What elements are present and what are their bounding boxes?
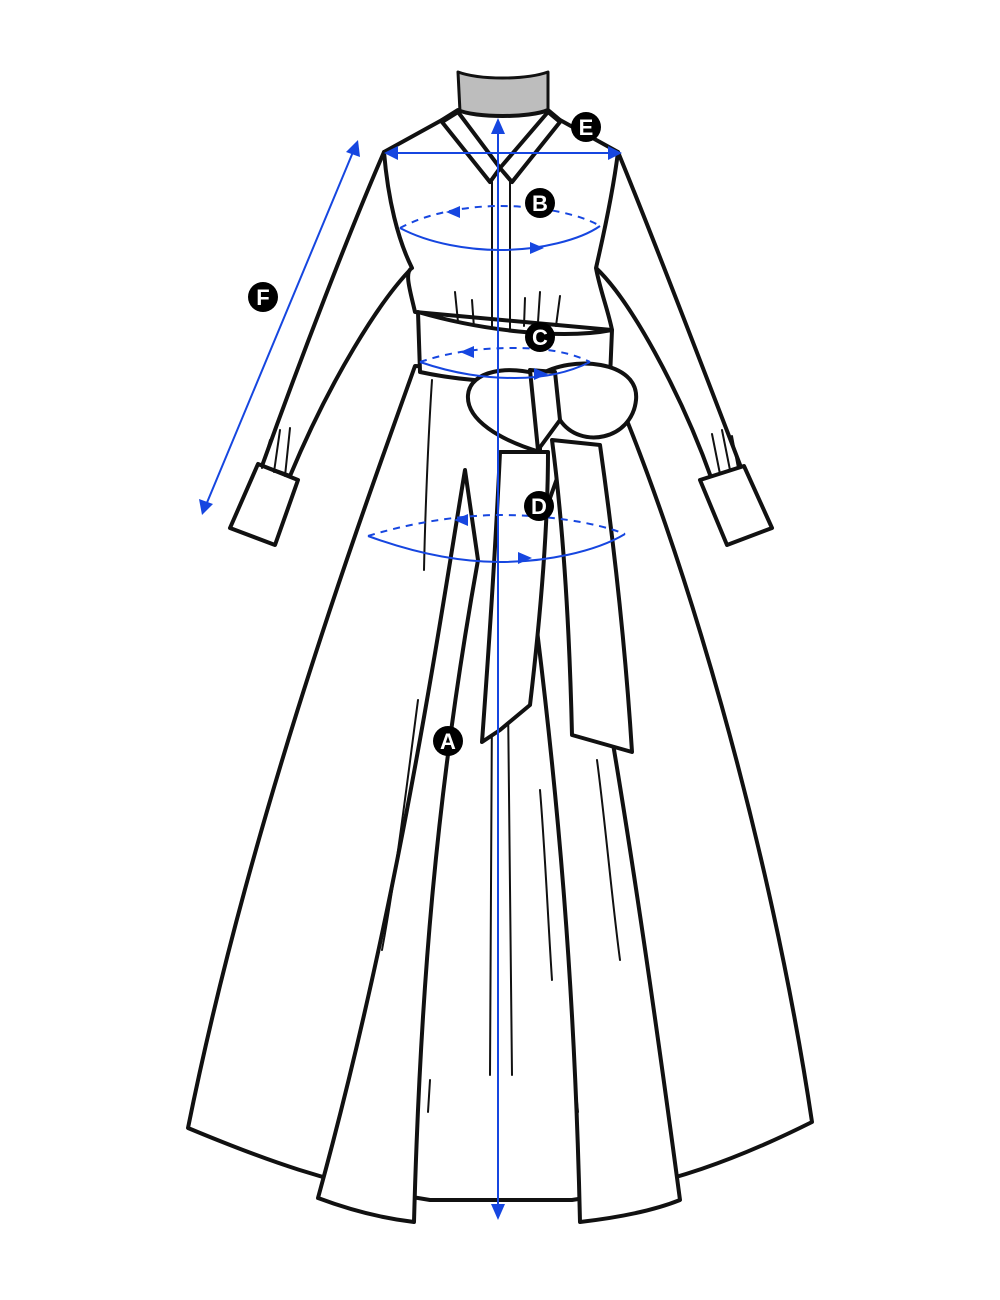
arrowhead-b-front [530,242,544,254]
left-sleeve-gathers [261,427,291,477]
sash-tail-right [550,438,634,754]
front-panel-left [316,468,480,1224]
bodice [382,118,620,332]
arrowhead-e-left [384,146,398,160]
label-e: E [579,115,594,140]
right-cuff [698,464,774,547]
badge-b: B [525,188,555,218]
arrowhead-a-bottom [491,1204,505,1220]
arrowhead-c-front [534,368,548,380]
right-sleeve-gathers [711,429,739,475]
arrowhead-a-top [491,118,505,134]
measure-a-length [491,118,505,1220]
arrowhead-b-back [446,206,460,218]
arrowhead-e-right [608,146,622,160]
bow-left-loop [465,368,542,454]
skirt-fold-lines [381,379,621,981]
label-a: A [440,729,456,754]
measure-d-hip [367,513,626,564]
label-c: C [532,325,548,350]
badge-f: F [248,282,278,312]
collar-right [498,110,562,184]
measure-e-shoulder [384,146,622,160]
arrowhead-f-top [346,140,360,157]
measure-f-sleeve [199,140,360,515]
measure-c-waist [419,346,591,380]
bow-knot [528,368,562,452]
inner-slit [427,699,579,1113]
arrowhead-c-back [460,346,474,358]
waist-gathers [454,291,561,329]
arrowhead-f-bottom [199,499,213,515]
badge-c: C [525,322,555,352]
badge-e: E [571,112,601,142]
label-b: B [532,191,548,216]
label-d: D [531,494,547,519]
label-f: F [256,285,269,310]
badge-a: A [433,726,463,756]
bow-right-loop [538,361,639,440]
collar-left [440,110,502,184]
badge-d: D [524,491,554,521]
measure-b-bust [399,204,601,254]
left-cuff [228,462,300,547]
arrowhead-d-front [518,552,532,564]
arrowhead-d-back [454,514,468,526]
